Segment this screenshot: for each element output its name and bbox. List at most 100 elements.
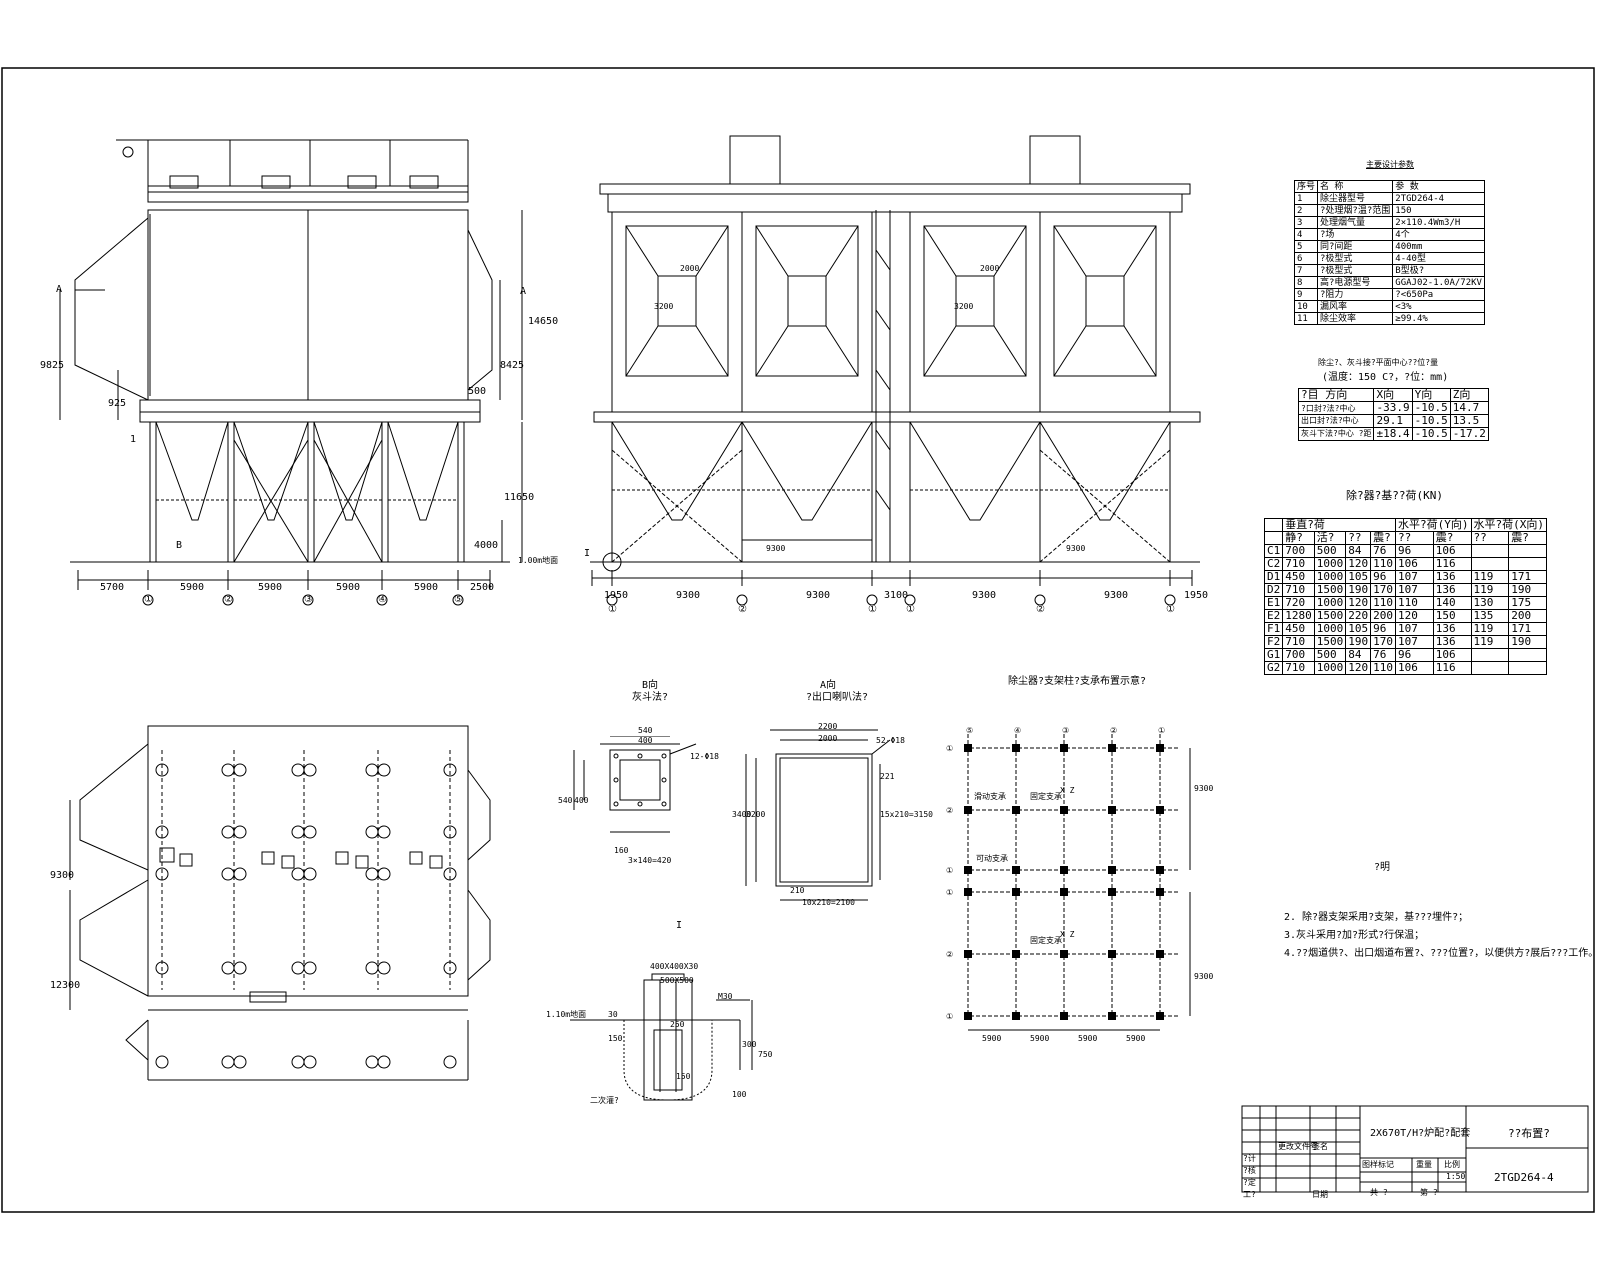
elev-dim-1: 5900	[180, 582, 205, 593]
elev-mark-one: 1	[130, 434, 137, 445]
front-span-dim: 9300	[766, 544, 786, 553]
params-cell: <3%	[1392, 300, 1485, 313]
center-head: Y向	[1411, 388, 1451, 402]
support-bot-0: 5900	[982, 1034, 1002, 1043]
loads-sub: ??	[1395, 531, 1434, 545]
params-title: 主要设计参数	[1366, 160, 1414, 169]
a-view-bolt: 52-Φ18	[876, 736, 905, 745]
title-block-drawing-code: 2TGD264-4	[1494, 1171, 1554, 1184]
a-view-bot2: 10x210=2100	[802, 898, 855, 907]
elev-dim-2: 5900	[258, 582, 283, 593]
support-row-0: ①	[946, 744, 954, 753]
support-xz-2: X Z	[1060, 930, 1075, 939]
center-cell: 灰斗下法?中心 ?距	[1297, 427, 1375, 441]
params-cell: 8	[1293, 276, 1319, 289]
i-detail-title: I	[676, 920, 683, 931]
params-cell: 10	[1293, 300, 1319, 313]
tb-cell-total: 共 ?	[1370, 1188, 1388, 1197]
tb-cell-change: 更改文件号	[1278, 1142, 1318, 1151]
support-row-3: ①	[946, 888, 954, 897]
i-detail-dim-2: 250	[670, 1020, 685, 1029]
loads-sub: 震?	[1432, 531, 1472, 545]
params-cell: 7	[1293, 264, 1319, 277]
support-title: 除尘器?支架柱?支承布置示意?	[1008, 676, 1147, 687]
support-bot-1: 5900	[1030, 1034, 1050, 1043]
params-cell: 5	[1293, 240, 1319, 253]
front-opening-height: 3200	[654, 302, 674, 311]
tb-cell-sign: 签名	[1312, 1142, 1328, 1151]
front-span-dim-2: 9300	[1066, 544, 1086, 553]
front-axis-1: ②	[738, 604, 747, 615]
center-corner: ?目 方向	[1297, 388, 1375, 402]
loads-sub: ??	[1470, 531, 1510, 545]
title-block-frame	[1241, 1105, 1589, 1193]
params-cell: ?阻力	[1317, 288, 1394, 301]
params-cell: ?极型式	[1317, 252, 1394, 265]
tb-cell-weight: 重量	[1416, 1160, 1432, 1169]
params-cell: 4个	[1392, 228, 1485, 241]
params-cell: ?<650Pa	[1392, 288, 1485, 301]
params-cell: 11	[1293, 312, 1319, 325]
params-cell: ?场	[1317, 228, 1394, 241]
tb-cell-check: ?核	[1243, 1166, 1256, 1175]
a-view-w2: 2000	[818, 734, 838, 743]
center-head: X向	[1373, 388, 1413, 402]
elev-axis-3: ③	[304, 594, 313, 605]
center-cell: -10.5	[1411, 401, 1451, 415]
title-block-project: 2X670T/H?炉配?配套	[1370, 1128, 1471, 1139]
loads-sub: ??	[1345, 531, 1372, 545]
support-row-5: ①	[946, 1012, 954, 1021]
center-head: Z向	[1449, 388, 1489, 402]
params-cell: ?极型式	[1317, 264, 1394, 277]
params-cell: 3	[1293, 216, 1319, 229]
loads-table: 垂直?荷 水平?荷(Y向) 水平?荷(X向) 静? 活? ?? 震? ?? 震?…	[1263, 518, 1547, 675]
params-cell: 4-40型	[1392, 252, 1485, 265]
support-col-2: ②	[1110, 726, 1118, 735]
elev-right-dim-b: 8425	[500, 360, 525, 371]
params-cell: 除尘器型号	[1317, 192, 1394, 205]
front-axis-4: ②	[1036, 604, 1045, 615]
i-detail-dim-4: 750	[758, 1050, 773, 1059]
center-cell: ±18.4	[1373, 427, 1413, 441]
front-dim-1: 9300	[676, 590, 701, 601]
support-row-2: ①	[946, 866, 954, 875]
elev-left-dim-b: 925	[108, 398, 127, 409]
i-detail-inner: 500X500	[660, 976, 694, 985]
params-cell: 处理烟气量	[1317, 216, 1394, 229]
b-view-drawing	[573, 736, 697, 833]
elev-dim-3: 5900	[336, 582, 361, 593]
params-cell: 6	[1293, 252, 1319, 265]
i-detail-bolt: M30	[718, 992, 733, 1001]
front-opening-width-2: 2000	[980, 264, 1000, 273]
elev-axis-5: ⑤	[454, 594, 463, 605]
i-detail-dim-1: 150	[608, 1034, 623, 1043]
params-cell: 150	[1392, 204, 1485, 217]
params-cell: B型极?	[1392, 264, 1485, 277]
elev-dim-0: 5700	[100, 582, 125, 593]
elev-right-dim-e: 500	[468, 386, 487, 397]
front-axis-3: ①	[906, 604, 915, 615]
note-3: 3.灰斗采用?加?形式?行保温；	[1284, 930, 1425, 941]
params-cell: ?处理烟?温?范围	[1317, 204, 1394, 217]
a-view-side2: 15x210=3150	[880, 810, 933, 819]
support-bot-3: 5900	[1126, 1034, 1146, 1043]
center-cell: 29.1	[1373, 414, 1413, 428]
elev-axis-1: ①	[144, 594, 153, 605]
tb-cell-mark: 图样标记	[1362, 1160, 1394, 1169]
params-head-value: 参 数	[1392, 180, 1485, 193]
loads-sub	[1263, 531, 1284, 545]
note-4: 4.??烟道供?、出口烟道布置?、???位置?，以便供方?展后???工作。	[1284, 948, 1599, 959]
support-col-3: ③	[1062, 726, 1070, 735]
a-view-bot1: 210	[790, 886, 805, 895]
elev-mark-a-right: A	[520, 286, 527, 297]
params-cell: 除尘效率	[1317, 312, 1394, 325]
params-cell: 高?电源型号	[1317, 276, 1394, 289]
front-axis-5: ①	[1166, 604, 1175, 615]
a-view-w1: 2200	[818, 722, 838, 731]
front-dim-0: 1950	[604, 590, 629, 601]
